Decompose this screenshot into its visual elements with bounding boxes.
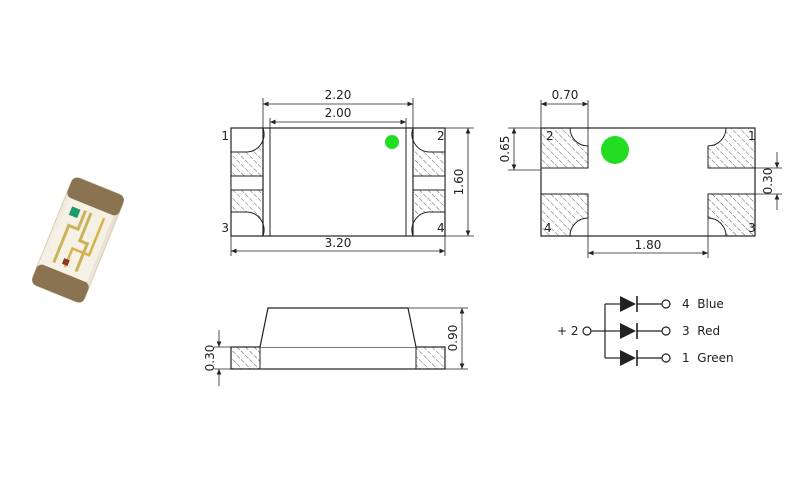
dim-length: 3.20: [325, 236, 352, 250]
top-pin-2: 2: [437, 129, 445, 143]
indicator-dot: [601, 136, 629, 164]
terminal-icon: [661, 353, 671, 363]
diode-symbol-icon: [620, 323, 636, 339]
bottom-view: 2 1 4 3 0.70 0.65 1.80 0.30: [498, 88, 782, 258]
dim-pad-height: 0.65: [498, 136, 512, 163]
terminal-icon: [661, 299, 671, 309]
top-pin-3: 3: [221, 221, 229, 235]
diode-symbol-icon: [620, 296, 636, 312]
diode-output-label: 3 Red: [682, 324, 720, 338]
diode-output-label: 4 Blue: [682, 297, 724, 311]
bottom-pin-2: 2: [546, 129, 554, 143]
diode-branch: 1 Green: [605, 350, 734, 366]
top-pin-1: 1: [221, 129, 229, 143]
diode-output-label: 1 Green: [682, 351, 734, 365]
dim-pad-spacing: 1.80: [635, 238, 662, 252]
side-view: 0.30 0.90: [203, 307, 468, 386]
diode-symbol-icon: [620, 350, 636, 366]
diode-branch: 3 Red: [605, 323, 720, 339]
bottom-pin-1: 1: [748, 129, 756, 143]
top-view: 1 2 3 4 2.20 2.00 3.20 1.60: [221, 88, 474, 256]
diode-branch: 4 Blue: [605, 296, 724, 312]
bottom-view-outline: [540, 127, 756, 237]
dim-height: 1.60: [452, 169, 466, 196]
dim-total: 0.90: [446, 325, 460, 352]
side-lens: [259, 307, 417, 348]
common-anode-label: + 2: [557, 324, 579, 338]
dim-base: 0.30: [203, 345, 217, 372]
hatch-pad: [540, 127, 756, 237]
led-photo: [32, 177, 124, 303]
terminal-icon: [661, 326, 671, 336]
dim-pad-width: 0.70: [552, 88, 579, 102]
dim-inner-width: 2.00: [325, 106, 352, 120]
indicator-dot: [385, 135, 399, 149]
top-pin-4: 4: [437, 221, 445, 235]
dim-outer-width: 2.20: [325, 88, 352, 102]
bottom-pin-3: 3: [748, 221, 756, 235]
schematic: + 2 4 Blue 3 Red 1 Green: [557, 296, 734, 366]
side-base: [230, 346, 446, 370]
dim-gap: 0.30: [761, 168, 775, 195]
bottom-pin-4: 4: [544, 221, 552, 235]
